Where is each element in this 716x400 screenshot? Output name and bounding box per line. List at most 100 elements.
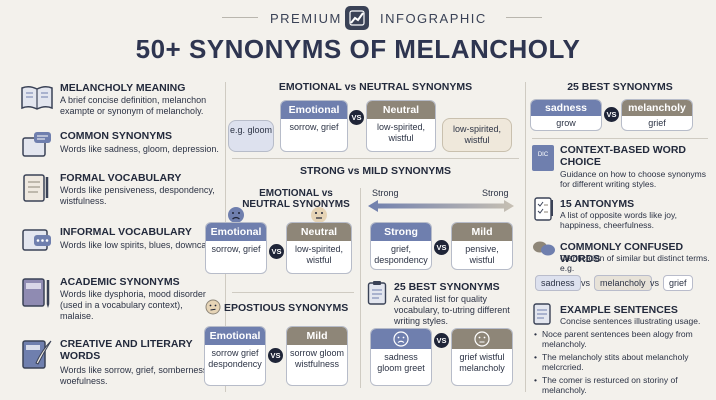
sub-emotional-card: Emotional sorrow, grief: [205, 222, 267, 274]
vs-badge: VS: [434, 240, 449, 255]
divider-right-1: [532, 138, 708, 139]
card-header: sadness: [531, 100, 601, 116]
logo-icon: [345, 6, 369, 30]
left-head: COMMON SYNONYMS: [60, 130, 173, 142]
card-header: Strong: [371, 223, 431, 241]
notebook-pen-icon: [20, 172, 54, 202]
left-item-common: COMMON SYNONYMS Words like sadness, gloo…: [20, 130, 225, 160]
card-body: grief wistful melancholy: [459, 352, 505, 373]
right-sadness-card: sadness grow: [530, 99, 602, 131]
section-title-epostious: EPOSTIOUS SYNONYMS: [224, 302, 349, 314]
epostious-mild-card: Mild sorrow gloom wistfulness: [286, 326, 348, 386]
clipboard-list-icon: [367, 280, 387, 306]
context-head: CONTEXT-BASED WORD CHOICE: [560, 144, 686, 168]
list-item: The comer is resturced on storiny of mel…: [534, 375, 710, 395]
sad-face-icon: [227, 206, 245, 224]
pill-vs2: vs: [650, 278, 659, 288]
header-rule-left: [222, 17, 258, 18]
dictionary-icon: DIC: [532, 145, 554, 171]
neutral-card: Neutral low-spirited, wistful: [366, 100, 436, 152]
sadness-face-card: sadness gloom greet: [370, 328, 432, 386]
left-desc: A brief concise definition, melanchon ex…: [60, 95, 207, 116]
pill-melancholy: melancholy: [594, 275, 652, 291]
left-item-informal: INFORMAL VOCABULARY Words like low spiri…: [20, 226, 225, 266]
dic-label: DIC: [537, 152, 549, 158]
header-infographic: INFOGRAPHIC: [380, 11, 487, 26]
pill-sadness: sadness: [535, 275, 581, 291]
context-desc: Guidance on how to choose synonyms for d…: [560, 169, 707, 189]
strong-card: Strong grief, despondency: [370, 222, 432, 270]
left-head: INFORMAL VOCABULARY: [60, 226, 192, 238]
vs-badge: VS: [434, 333, 449, 348]
card-body: low-spirited, wistful: [376, 122, 425, 143]
examples-head: EXAMPLE SENTENCES: [560, 304, 678, 316]
card-body: sadness gloom greet: [377, 352, 425, 373]
sub-neutral-card: Neutral low-spirited, wistful: [286, 222, 352, 274]
divider-mid-center: [360, 188, 361, 388]
left-desc: Words like dysphoria, mood disorder (use…: [60, 289, 206, 321]
book-pencil-icon: [20, 276, 54, 308]
divider-mid-lower: [232, 292, 354, 293]
card-header: Mild: [287, 327, 347, 345]
section-title-emo-neutral: EMOTIONAL vs NEUTRAL SYNONYMS: [278, 81, 473, 93]
sad-face-icon: [371, 329, 431, 349]
vs-badge: VS: [604, 107, 619, 122]
right-best25-title: 25 BEST SYNONYMS: [567, 81, 673, 93]
section-title-sub-emo: EMOTIONAL vs NEUTRAL SYNONYMS: [242, 188, 350, 210]
card-header: Emotional: [205, 327, 265, 345]
left-desc: Words like low spirits, blues, downcast.: [60, 240, 216, 250]
left-desc: Words like sadness, gloom, depression.: [60, 144, 219, 154]
examples-list: Noce parent sentences been alogy from me…: [534, 329, 710, 398]
pill-vs: vs: [581, 278, 590, 288]
chat-bubble-icon: [20, 226, 54, 256]
section-title-strong-mild: STRONG vs MILD SYNONYMS: [299, 165, 452, 177]
double-arrow-icon: [368, 199, 514, 213]
card-body: low-spirited, wistful: [294, 244, 343, 265]
card-body: grief: [648, 118, 666, 128]
document-list-icon: [533, 303, 553, 325]
strong-label-right: Strong: [482, 188, 509, 198]
left-head: FORMAL VOCABULARY: [60, 172, 182, 184]
divider-right: [525, 82, 526, 392]
checklist-icon: [533, 196, 555, 222]
card-header: Mild: [452, 223, 512, 241]
vs-badge: VS: [268, 348, 283, 363]
card-body: sorrow grief despondency: [208, 348, 262, 369]
vs-badge: VS: [349, 110, 364, 125]
open-book-icon: [20, 82, 54, 112]
mild-card: Mild pensive, wistful: [451, 222, 513, 270]
antonyms-head: 15 ANTONYMS: [560, 198, 635, 210]
grief-face-card: grief wistful melancholy: [451, 328, 513, 386]
emotional-card: Emotional sorrow, grief: [280, 100, 348, 152]
pill-grief: grief: [663, 275, 693, 291]
quill-book-icon: [20, 338, 54, 369]
card-header: Neutral: [287, 223, 351, 241]
left-head: ACADEMIC SYNONYMS: [60, 276, 180, 288]
thinking-face-icon: [205, 299, 221, 315]
page-title: 50+ SYNONYMS OF MELANCHOLY: [135, 34, 581, 64]
vs-badge: VS: [269, 244, 284, 259]
examples-desc: Concise sentences illustrating usage.: [560, 316, 701, 326]
left-desc: Words like sorrow, grief, somberness, wo…: [60, 365, 210, 386]
left-head: MELANCHOLY MEANING: [60, 82, 186, 94]
divider-mid-top: [232, 158, 519, 159]
antonyms-desc: A list of opposite words like joy, happi…: [560, 210, 678, 230]
left-item-academic: ACADEMIC SYNONYMS Words like dysphoria, …: [20, 276, 225, 324]
book-speech-icon: [20, 130, 54, 160]
middle-best25-desc: A curated list for quality vocabulary, t…: [394, 294, 510, 326]
card-body: sorrow, grief: [211, 244, 261, 254]
left-item-formal: FORMAL VOCABULARY Words like pensiveness…: [20, 172, 225, 216]
left-item-meaning: MELANCHOLY MEANING A brief concise defin…: [20, 82, 225, 122]
neutral-face-icon: [452, 329, 512, 349]
header-rule-right: [506, 17, 542, 18]
card-body: pensive, wistful: [465, 244, 499, 265]
neutral-face-icon: [310, 206, 328, 224]
left-desc: Words like pensiveness, despondency, wis…: [60, 185, 215, 206]
card-header: Emotional: [281, 101, 347, 119]
card-header: Neutral: [367, 101, 435, 119]
left-item-creative: CREATIVE AND LITERARY WORDS Words like s…: [20, 338, 225, 390]
card-body: sorrow, grief: [289, 122, 339, 132]
header-premium: PREMIUM: [270, 11, 342, 26]
right-melancholy-card: melancholy grief: [621, 99, 693, 131]
confused-desc: Clarification of similar but distinct te…: [560, 253, 710, 273]
